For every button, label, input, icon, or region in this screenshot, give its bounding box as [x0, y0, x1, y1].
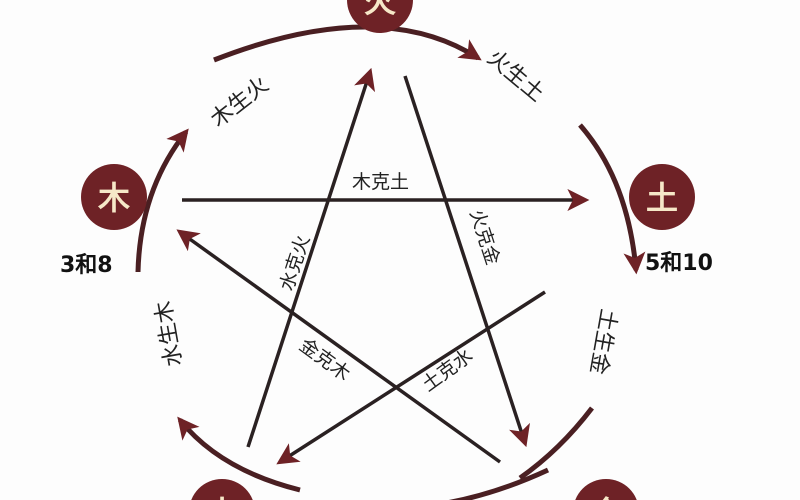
label-fire-controls-metal: 火克金: [465, 207, 504, 268]
arc-metal-to-water: [448, 467, 550, 500]
element-water: 水: [191, 479, 253, 500]
element-metal: 金: [575, 479, 637, 500]
arc-water-to-bottomleft: [177, 416, 301, 493]
line-earth-controls-water: [276, 290, 546, 465]
label-wood-generates-fire: 木生火: [206, 72, 273, 132]
earth-numbers: 5和10: [645, 251, 713, 276]
arc-water-to-wood: [135, 128, 189, 273]
line-fire-controls-metal: [403, 75, 530, 448]
svg-text:水: 水: [206, 494, 239, 500]
label-earth-generates-metal: 土生金: [585, 307, 621, 376]
label-wood-controls-earth: 木克土: [352, 171, 409, 193]
element-earth: 土: [629, 164, 695, 230]
label-metal-controls-wood: 金克木: [295, 334, 354, 385]
element-fire: 火: [347, 0, 413, 33]
line-metal-controls-wood: [176, 229, 502, 464]
generating-cycle: [135, 24, 646, 500]
arc-earth-to-metal-start: [518, 406, 594, 481]
label-fire-generates-earth: 火生土: [482, 45, 549, 107]
label-earth-controls-water: 土克水: [418, 345, 477, 396]
line-water-controls-fire: [246, 67, 376, 448]
svg-text:火: 火: [364, 0, 396, 20]
svg-text:土: 土: [646, 179, 678, 217]
arc-wood-to-fire: [213, 24, 482, 63]
arc-fire-to-earth: [578, 123, 646, 275]
element-wood: 木: [81, 164, 147, 230]
wood-numbers: 3和8: [60, 253, 113, 278]
controlling-star: [176, 67, 590, 465]
svg-text:金: 金: [589, 494, 623, 500]
label-water-generates-wood: 水生木: [151, 299, 187, 368]
svg-text:木: 木: [97, 179, 130, 217]
